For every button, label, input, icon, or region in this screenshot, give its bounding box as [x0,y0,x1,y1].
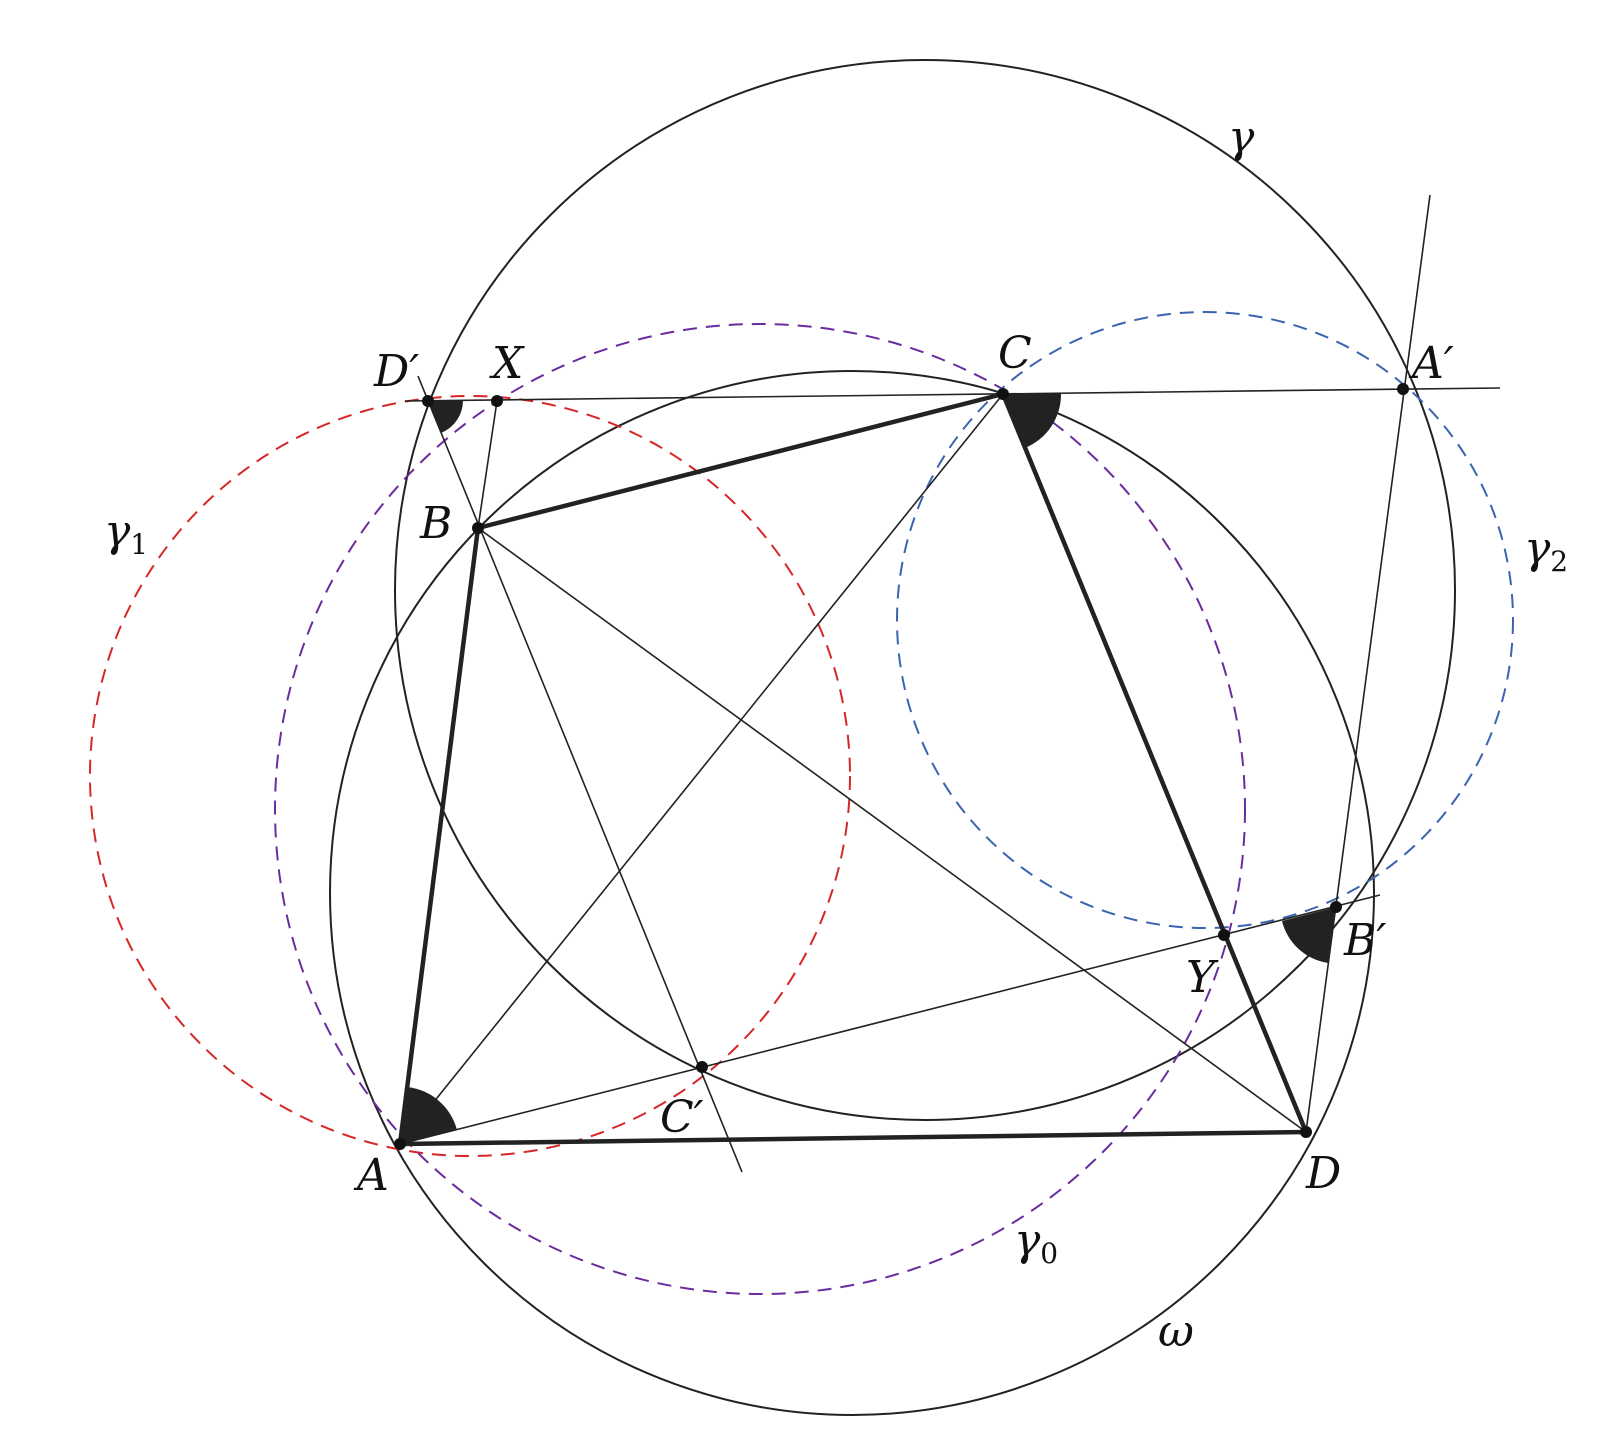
point-a [394,1138,406,1150]
label-b: B [419,498,452,549]
angle-marker-d-prime [428,400,464,433]
line-d-prime-a-prime [404,387,1501,402]
label-a-prime: A′ [1408,338,1454,389]
angle-marker-c [1003,393,1062,448]
angle-marker-b-prime [1282,907,1336,963]
circle-gamma-1 [89,395,851,1157]
label-gamma-1-symbol: γ [104,506,131,557]
label-gamma-1-subscript: 1 [130,528,148,561]
label-gamma-2: γ2 [1524,523,1568,578]
line-b-x [477,400,498,529]
label-d-prime: D′ [373,346,419,397]
segment-a-b [397,527,481,1145]
label-gamma-0-subscript: 0 [1040,1237,1058,1270]
label-gamma-0: γ0 [1014,1215,1058,1270]
circle-omega [329,370,1375,1416]
point-b [472,522,484,534]
label-c: C [998,328,1032,379]
label-d: D [1305,1148,1341,1199]
segment-b-c [477,391,1004,531]
point-x [491,395,503,407]
label-c-prime: C′ [660,1092,704,1143]
point-y [1218,929,1230,941]
label-y: Y [1186,952,1219,1003]
point-b-prime [1330,901,1342,913]
label-gamma-1: γ1 [104,506,148,561]
angle-marker-a [400,1087,457,1144]
point-a-prime [1397,383,1409,395]
label-omega: ω [1158,1306,1194,1357]
label-gamma-0-symbol: γ [1014,1215,1041,1266]
segment-a-d [399,1129,1307,1147]
point-d [1300,1126,1312,1138]
label-b-prime: B′ [1343,915,1386,966]
circle-gamma [394,59,1456,1121]
line-d-prime-c-prime [417,375,743,1173]
label-gamma-2-subscript: 2 [1550,545,1568,578]
point-c-prime [696,1061,708,1073]
label-gamma: γ [1228,112,1255,163]
label-a: A [353,1150,389,1201]
point-c [997,388,1009,400]
line-b-d [477,527,1307,1133]
circle-gamma-0 [274,323,1246,1295]
line-a-c [399,393,1004,1145]
line-d-a-prime [1305,194,1431,1133]
point-d-prime [422,395,434,407]
line-a-b-prime [399,894,1381,1145]
label-gamma-2-symbol: γ [1524,523,1551,574]
segment-c-d [1000,393,1309,1133]
circle-gamma-2 [896,311,1514,929]
label-x: X [489,338,525,389]
